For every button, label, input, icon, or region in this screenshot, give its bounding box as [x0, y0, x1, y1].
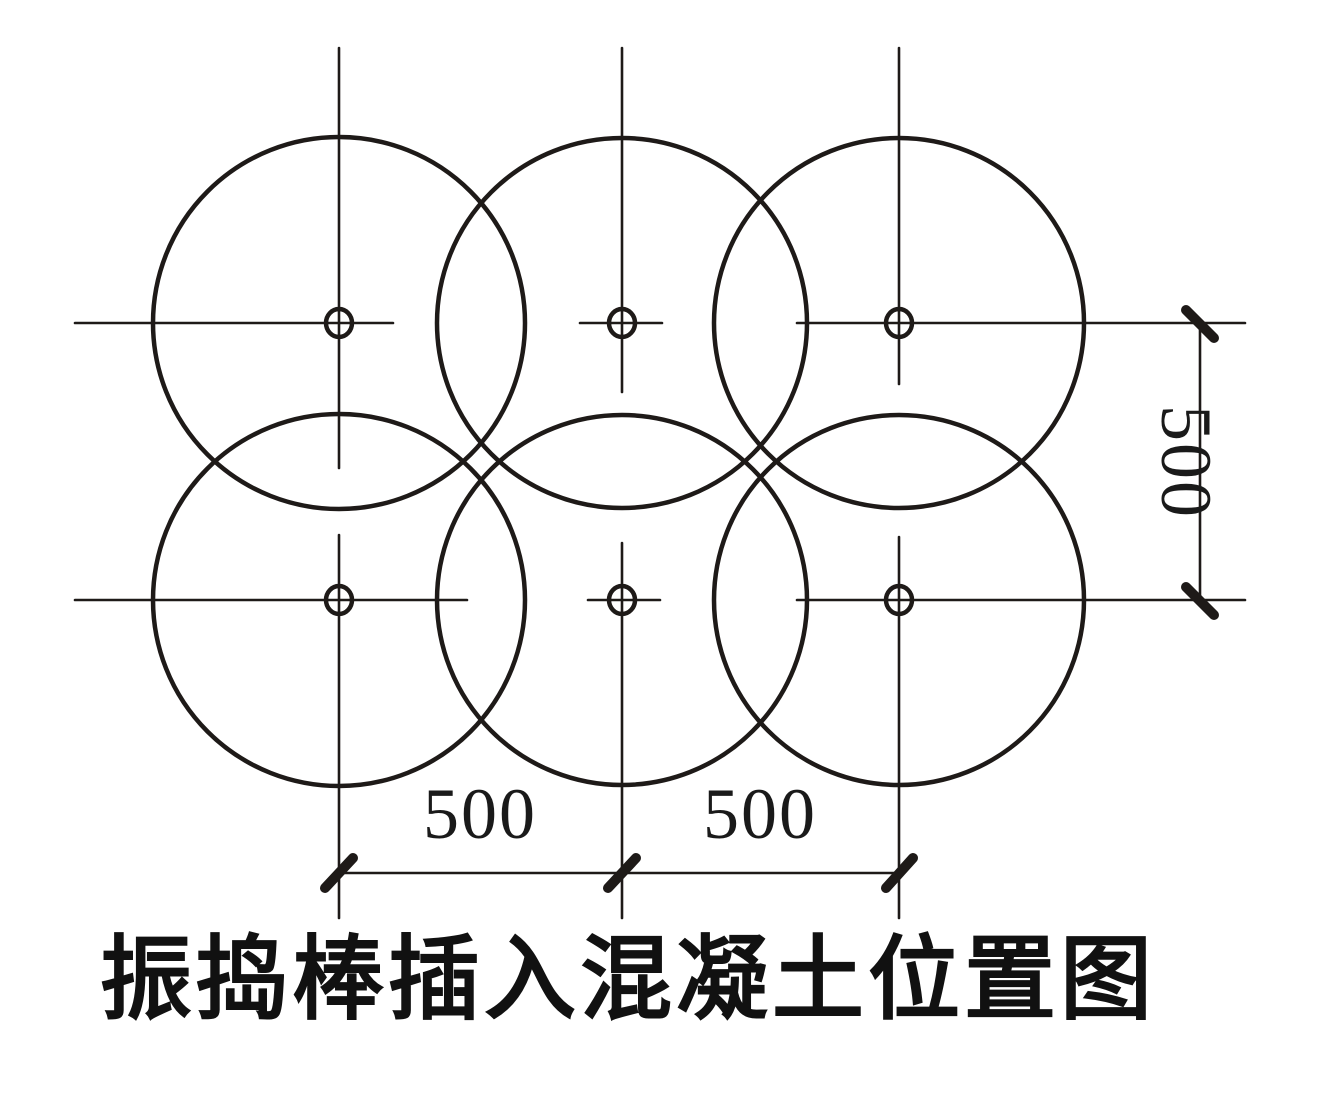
insertion-point-marker: [323, 583, 355, 617]
insertion-point-marker: [323, 306, 355, 340]
insertion-point-marker: [883, 583, 915, 617]
center-lines: [73, 46, 1247, 920]
dimension-tick: [1181, 582, 1219, 620]
insertion-point-marker: [606, 306, 638, 340]
dimension-label-horizontal-1: 500: [423, 774, 537, 854]
influence-circles: [150, 134, 1087, 789]
dimension-tick: [881, 853, 918, 893]
insertion-point-marker: [883, 306, 915, 340]
insertion-point-marker: [606, 583, 638, 617]
horizontal-dimension: [320, 853, 918, 893]
dimension-tick: [603, 853, 641, 893]
vertical-dimension: [1181, 305, 1219, 620]
dimension-tick: [1181, 305, 1219, 343]
dimension-tick: [320, 853, 358, 893]
diagram-title: 振捣棒插入混凝土位置图: [100, 926, 1157, 1033]
dimension-label-vertical: 500: [1146, 405, 1226, 519]
dimension-label-horizontal-2: 500: [703, 774, 817, 854]
insertion-markers: [323, 306, 915, 617]
